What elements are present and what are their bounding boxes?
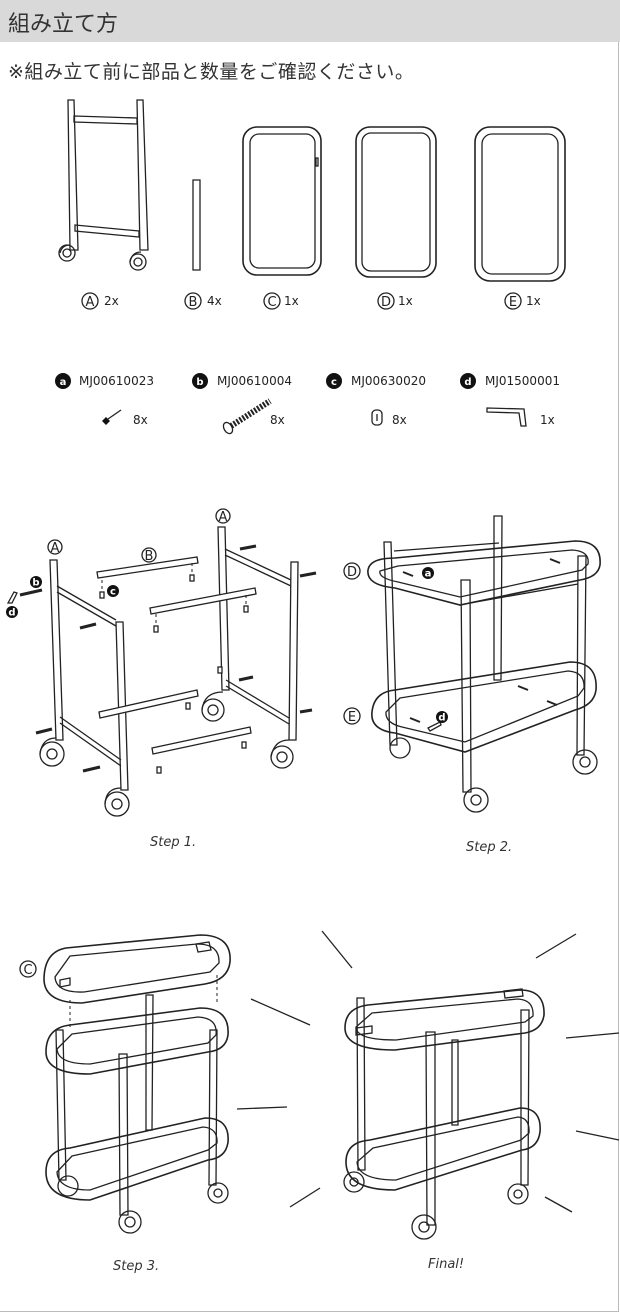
content-frame: [0, 42, 619, 1312]
svg-text:MJ01500001: MJ01500001: [485, 374, 560, 388]
step1-illustration: A A B b c d: [6, 508, 317, 817]
section-title: 組み立て方: [8, 12, 119, 37]
check-parts-note: ※組み立て前に部品と数量をご確認ください。: [8, 61, 415, 83]
svg-text:A: A: [51, 541, 60, 556]
svg-text:E: E: [509, 295, 517, 310]
svg-text:A: A: [86, 295, 95, 310]
part-d-tray: [355, 126, 437, 278]
barrel-nut-icon: [371, 409, 383, 426]
step3-caption: Step 3.: [113, 1259, 159, 1274]
svg-text:a: a: [60, 377, 67, 388]
section-header: 組み立て方: [0, 0, 620, 42]
svg-text:A: A: [219, 510, 228, 525]
hardware-c: c MJ00630020 8x: [326, 373, 426, 427]
hardware-b: b MJ00610004 8x: [192, 373, 292, 435]
part-label-d: D 1x: [377, 292, 413, 310]
svg-text:c: c: [110, 587, 116, 598]
svg-text:d: d: [464, 377, 471, 388]
part-label-e: E 1x: [504, 292, 541, 310]
part-label-c: C 1x: [263, 292, 299, 310]
svg-text:8x: 8x: [270, 413, 285, 427]
part-label-b: B 4x: [184, 292, 222, 310]
svg-text:b: b: [196, 377, 203, 388]
svg-text:1x: 1x: [540, 413, 555, 427]
svg-text:D: D: [347, 565, 357, 580]
svg-text:d: d: [8, 608, 15, 619]
allen-key-icon: [486, 407, 527, 427]
part-c-tray: [242, 126, 322, 276]
svg-text:E: E: [348, 710, 356, 725]
part-label-a: A 2x: [81, 292, 119, 310]
svg-text:c: c: [331, 377, 337, 388]
svg-text:MJ00610004: MJ00610004: [217, 374, 292, 388]
svg-text:8x: 8x: [392, 413, 407, 427]
svg-text:a: a: [425, 569, 432, 580]
svg-text:C: C: [267, 295, 276, 310]
svg-text:C: C: [23, 963, 32, 978]
svg-text:D: D: [381, 295, 391, 310]
svg-text:MJ00610023: MJ00610023: [79, 374, 154, 388]
svg-text:B: B: [145, 549, 154, 564]
step2-caption: Step 2.: [466, 840, 512, 855]
svg-text:B: B: [189, 295, 198, 310]
hardware-d: d MJ01500001 1x: [460, 373, 560, 427]
part-a-side-frame: [58, 99, 149, 271]
svg-text:8x: 8x: [133, 413, 148, 427]
hardware-a: a MJ00610023 8x: [55, 373, 154, 427]
svg-text:1x: 1x: [398, 294, 413, 308]
svg-text:MJ00630020: MJ00630020: [351, 374, 426, 388]
svg-text:4x: 4x: [207, 294, 222, 308]
short-screw-icon: [102, 409, 122, 425]
svg-text:d: d: [438, 713, 445, 724]
svg-text:2x: 2x: [104, 294, 119, 308]
final-caption: Final!: [428, 1257, 464, 1272]
step2-illustration: D E a d: [343, 515, 601, 813]
final-illustration: [236, 930, 620, 1240]
part-b-bar: [192, 179, 201, 271]
part-e-tray: [474, 126, 566, 282]
svg-text:b: b: [32, 578, 39, 589]
long-bolt-icon: [222, 398, 272, 435]
svg-text:1x: 1x: [526, 294, 541, 308]
svg-text:1x: 1x: [284, 294, 299, 308]
step3-illustration: C: [19, 934, 231, 1234]
step1-caption: Step 1.: [150, 835, 196, 850]
